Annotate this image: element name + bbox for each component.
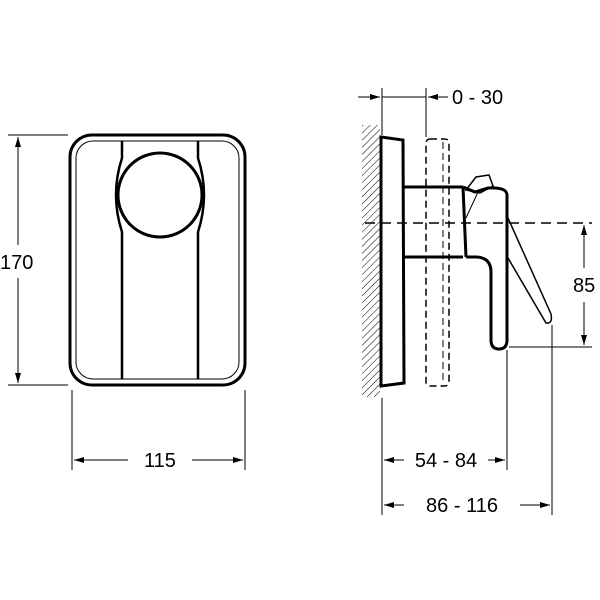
handle — [462, 185, 509, 351]
dimension-lever-height-label: 85 — [573, 275, 595, 297]
side-view — [358, 88, 592, 515]
cover-plate — [68, 133, 247, 387]
extension-outline — [425, 138, 450, 387]
wall-hatch — [362, 125, 380, 397]
lever-alternate-position — [507, 217, 553, 324]
dimension-depth-min-label: 54 - 84 — [415, 450, 477, 472]
control-knob — [116, 151, 204, 239]
plate-groove-right — [196, 141, 206, 379]
front-view — [8, 133, 247, 470]
dimension-extension-label: 0 - 30 — [452, 87, 503, 109]
plate-groove-left — [114, 141, 124, 379]
dimension-height-label: 170 — [0, 252, 33, 274]
cover-plate-inner — [75, 140, 240, 380]
dimension-width-label: 115 — [144, 450, 176, 472]
dimension-depth-max-label: 86 - 116 — [426, 495, 498, 517]
side-plate — [379, 135, 406, 388]
valve-body — [404, 185, 468, 259]
